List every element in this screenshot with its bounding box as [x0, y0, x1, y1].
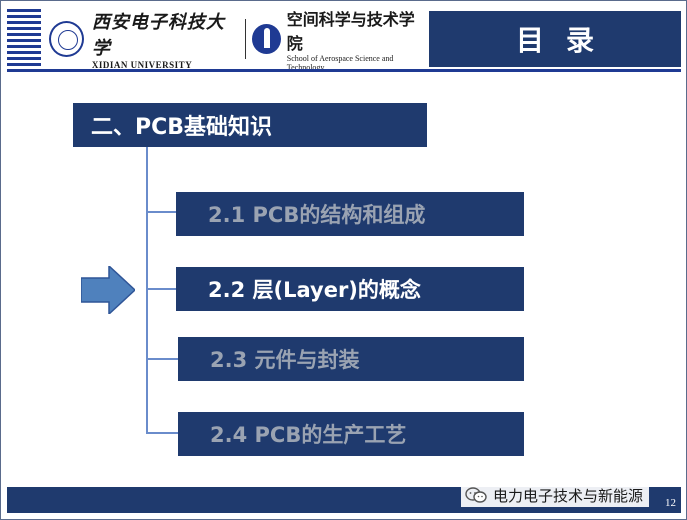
logo-area: 西安电子科技大学 XIDIAN UNIVERSITY 空间科学与技术学院 Sch…: [43, 8, 428, 72]
page-title: 目录: [429, 11, 681, 67]
tree-connector-branch-3: [146, 358, 178, 360]
toc-item-2-3[interactable]: 2.3 元件与封装: [178, 337, 524, 381]
tree-connector-branch-2: [146, 288, 178, 290]
school-name-en: School of Aerospace Science and Technolo…: [286, 54, 394, 72]
tree-connector-vertical: [146, 147, 148, 433]
toc-item-label: 2.4 PCB的生产工艺: [210, 423, 407, 447]
toc-item-label: 2.3 元件与封装: [210, 348, 360, 372]
footer-brand-label: 电力电子技术与新能源: [493, 486, 644, 505]
university-name-en: XIDIAN UNIVERSITY: [91, 60, 193, 70]
university-name-cn: 西安电子科技大学: [91, 12, 225, 59]
university-seal-icon: [49, 21, 84, 57]
tree-connector-branch-4: [146, 432, 178, 434]
toc-item-label: 2.2 层(Layer)的概念: [208, 278, 421, 302]
header-divider: [7, 69, 681, 72]
header-stripes: [7, 9, 41, 69]
page-number: 12: [665, 497, 676, 509]
right-arrow-icon: [81, 266, 135, 314]
footer-brand: 电力电子技术与新能源: [461, 483, 650, 507]
school-rocket-icon: [251, 24, 281, 54]
logo-divider: [244, 19, 246, 59]
toc-item-2-1[interactable]: 2.1 PCB的结构和组成: [176, 192, 524, 236]
toc-item-label: 2.1 PCB的结构和组成: [208, 203, 426, 227]
university-name: 西安电子科技大学 XIDIAN UNIVERSITY: [92, 8, 239, 70]
school-name-cn: 空间科学与技术学院: [286, 10, 415, 53]
toc-item-2-4[interactable]: 2.4 PCB的生产工艺: [178, 412, 524, 456]
toc-item-2-2[interactable]: 2.2 层(Layer)的概念: [176, 267, 524, 311]
school-name: 空间科学与技术学院 School of Aerospace Science an…: [287, 6, 428, 72]
wechat-icon: [465, 487, 487, 503]
section-header: 二、PCB基础知识: [73, 103, 427, 147]
tree-connector-branch-1: [146, 211, 178, 213]
